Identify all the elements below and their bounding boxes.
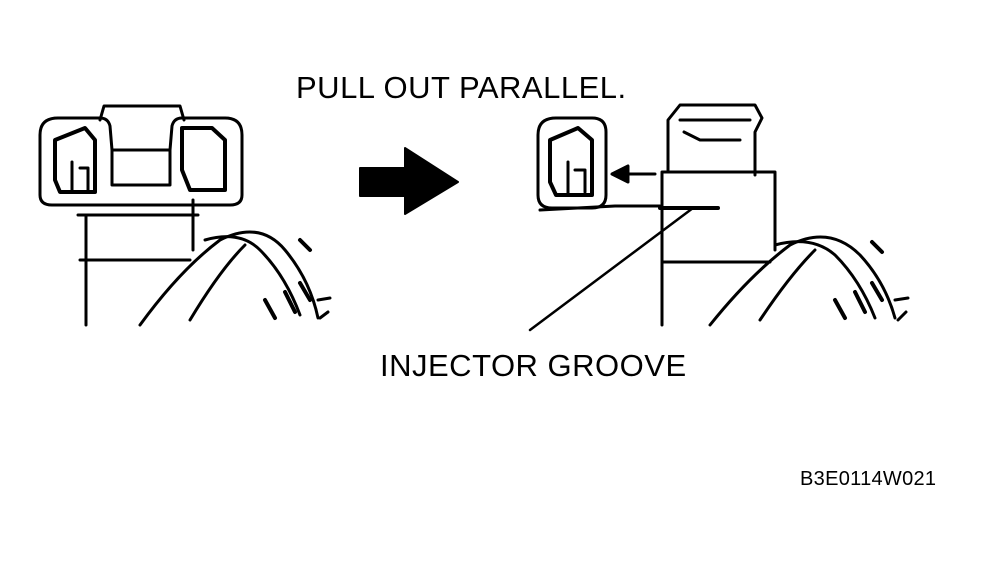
hose-inner-left [188,235,302,322]
hose-outer-right [708,235,897,327]
connector-removed [536,116,662,212]
arrow-left-icon [610,164,657,184]
injector-terminal-ridge [678,118,752,142]
injector-collar-left [76,213,200,262]
arrow-right-icon [359,147,459,215]
connector-latch-right-side [180,126,227,192]
injector-exposed [658,103,910,327]
hose-outer-left [138,230,320,327]
groove-label: INJECTOR GROOVE [380,348,687,383]
injector-collar-right [660,170,777,327]
injector-body-left [84,198,195,327]
instruction-label: PULL OUT PARALLEL. [296,70,627,105]
connector-base-right [538,204,662,212]
hose-ribs-right [833,240,884,320]
injector-with-connector [38,104,332,327]
connector-latch-inner-left [70,160,90,194]
connector-top-left [98,104,186,122]
hose-tail-right [893,296,910,322]
hose-ribs-left [263,238,312,320]
injector-terminal-top [666,103,764,177]
hose-tail-left [316,296,332,320]
hose-inner-right [758,240,877,322]
figure-code: B3E0114W021 [800,468,937,490]
connector-middle-left [110,148,172,207]
connector-housing-right [536,116,608,210]
connector-latch-inner-right [566,160,587,197]
connector-latch-right [548,126,594,197]
groove-leader-line [528,206,695,332]
connector-latch-left [53,126,97,194]
